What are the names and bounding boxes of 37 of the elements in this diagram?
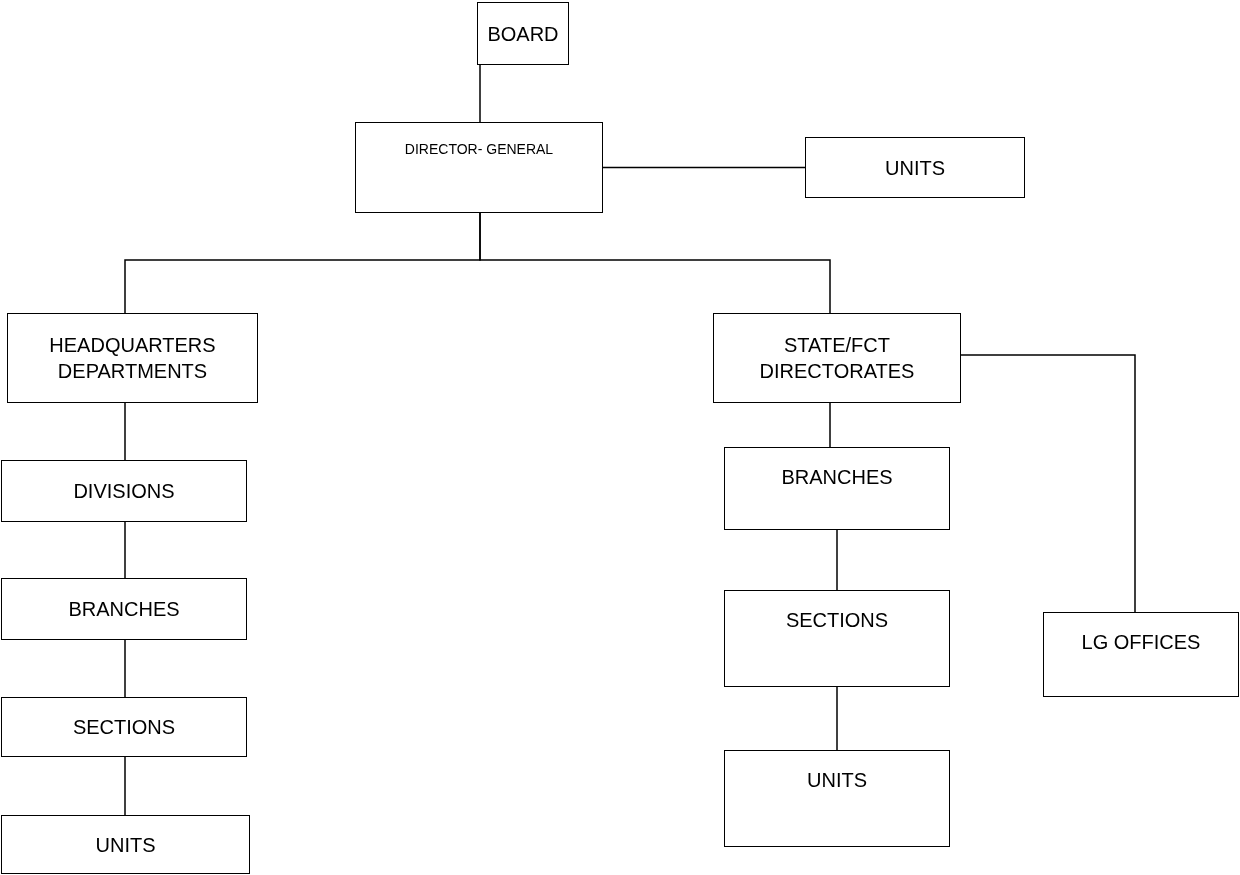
box-label: BOARD: [487, 21, 559, 47]
org-box: [1, 697, 247, 757]
connector-line: [479, 212, 831, 314]
box-label: BRANCHES: [68, 597, 180, 622]
org-box: [805, 137, 1025, 198]
connector-line: [960, 354, 1136, 613]
box-label: LG OFFICES: [1081, 630, 1201, 655]
box-label: UNITS: [885, 155, 945, 181]
box-label: UNITS: [95, 832, 156, 858]
box-label: DIRECTOR- GENERAL: [404, 140, 554, 159]
connector-line: [124, 402, 126, 461]
connector-line: [829, 402, 831, 448]
box-label: SECTIONS: [72, 715, 176, 740]
box-label: SECTIONS: [785, 608, 889, 633]
org-box: [724, 590, 950, 687]
connector-line: [836, 686, 838, 751]
connector-line: [836, 529, 838, 591]
box-label: DIVISIONS: [73, 479, 175, 504]
connector-line: [602, 166, 806, 169]
org-box: [477, 2, 569, 65]
connector-line: [124, 521, 126, 579]
org-box: [1, 578, 247, 640]
org-box: [724, 447, 950, 530]
org-box: [7, 313, 258, 403]
org-box: [713, 313, 961, 403]
connector-line: [479, 64, 481, 123]
box-label: STATE/FCT DIRECTORATES: [758, 333, 916, 384]
org-box: [1, 815, 250, 874]
connector-line: [124, 756, 126, 816]
org-box: [1, 460, 247, 522]
box-label: UNITS: [807, 768, 867, 793]
org-box: [355, 122, 603, 213]
connector-line: [124, 639, 126, 698]
org-box: [1043, 612, 1239, 697]
org-box: [724, 750, 950, 847]
box-label: HEADQUARTERS DEPARTMENTS: [48, 333, 217, 384]
box-label: BRANCHES: [781, 465, 893, 490]
